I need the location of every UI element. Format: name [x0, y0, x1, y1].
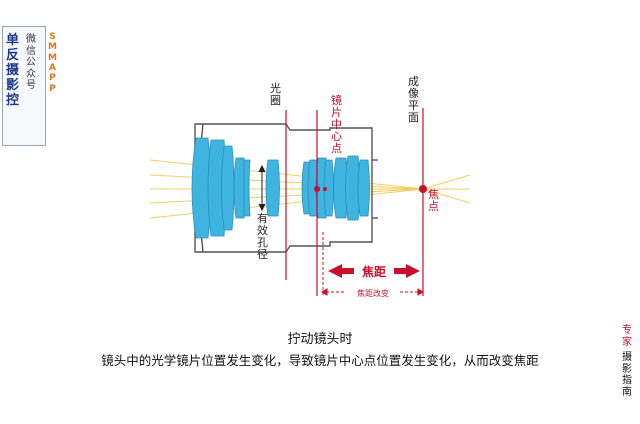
lens-element [265, 159, 280, 217]
focal-point-label: 焦点 [428, 188, 439, 213]
corner-brand-bottom: 摄影指南 [622, 352, 632, 398]
brand-name: 单反摄影控 [6, 33, 20, 108]
caption-body: 镜头中的光学镜片位置发生变化，导致镜片中心点位置发生变化，从而改变焦距 [101, 353, 539, 368]
middle-lens-group [265, 157, 334, 219]
lens-element [221, 145, 235, 231]
lens-center-point [314, 186, 320, 192]
image-plane-label: 成像平面 [408, 75, 419, 124]
front-lens-group [191, 137, 251, 239]
focal-length-label: 焦距 [361, 264, 386, 279]
effective-aperture-label: 有效孔径 [257, 211, 268, 261]
light-ray [422, 188, 471, 204]
lens-element [243, 159, 251, 217]
focal-length-change-label: 焦距改变 [357, 288, 389, 298]
caption-title: 拧动镜头时 [287, 332, 353, 347]
focal-point [419, 185, 427, 193]
lens-center-point-label: 镜片中心点 [331, 93, 342, 155]
lens-element [357, 159, 370, 217]
brand-subtitle: 微信公众号 [26, 34, 36, 91]
corner-brand-top: 专家 [622, 325, 632, 348]
lens-element [323, 159, 334, 217]
shifted-center-point [323, 187, 327, 191]
effective-aperture-marker [258, 164, 266, 212]
focal-length-arrow [328, 264, 420, 278]
rear-lens-group [333, 155, 370, 221]
focal-length-change-arrow [321, 288, 424, 296]
aperture-label: 光圈 [270, 81, 281, 107]
brand-logo [2, 26, 46, 146]
light-ray [422, 174, 471, 190]
